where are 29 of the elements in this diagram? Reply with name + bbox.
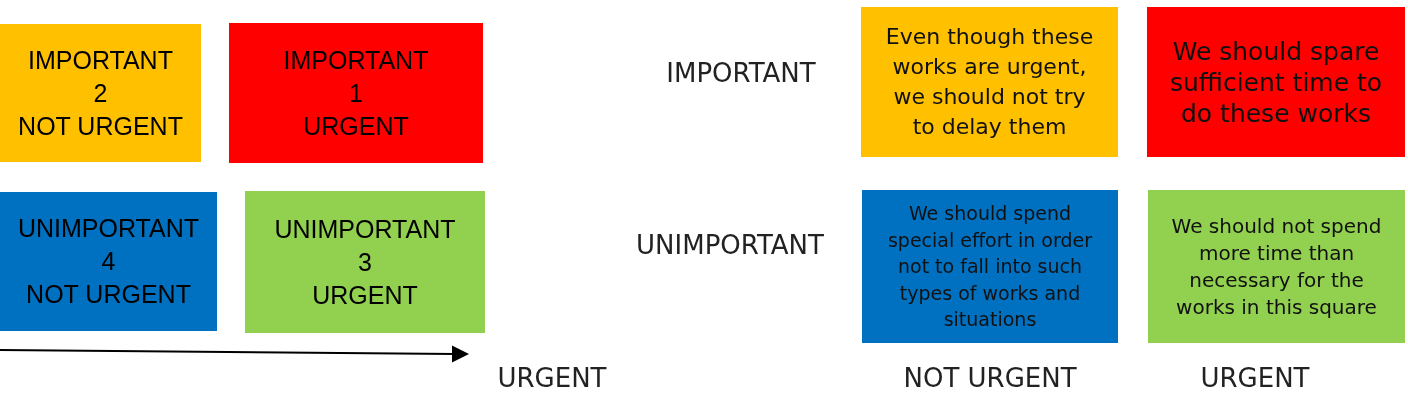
- quadrant-number: 3: [358, 246, 372, 278]
- quadrant-card: [1147, 7, 1405, 157]
- quadrant-card: [245, 191, 485, 333]
- advice-text: We should not spend more time than necessary for the works in this square: [1170, 212, 1383, 321]
- axis-label: IMPORTANT: [666, 58, 816, 88]
- axis-label: URGENT: [1200, 363, 1310, 393]
- advice-text: We should spare sufficient time to do these works: [1168, 35, 1384, 129]
- axis-label: NOT URGENT: [903, 363, 1077, 393]
- quadrant-card: [229, 23, 483, 163]
- importance-text: IMPORTANT: [283, 44, 429, 76]
- urgency-text: NOT URGENT: [18, 110, 183, 142]
- quadrant-number: 1: [349, 77, 363, 109]
- quadrant-number: 2: [93, 77, 108, 109]
- urgency-text: URGENT: [312, 279, 418, 311]
- importance-text: IMPORTANT: [28, 44, 173, 76]
- quadrant-card: [0, 24, 201, 162]
- advice-text: We should spend special effort in order not to fall into such types of works and situations: [886, 201, 1094, 333]
- importance-text: UNIMPORTANT: [274, 213, 456, 245]
- quadrant-card: [861, 7, 1118, 157]
- advice-text: Even though these works are urgent, we should not try to delay them: [884, 23, 1095, 141]
- urgency-text: URGENT: [303, 110, 409, 142]
- axis-label: URGENT: [497, 363, 607, 393]
- quadrant-card: [1148, 190, 1405, 343]
- axis-label: UNIMPORTANT: [636, 230, 824, 260]
- urgency-text: NOT URGENT: [26, 279, 191, 310]
- importance-text: UNIMPORTANT: [18, 213, 199, 244]
- quadrant-number: 4: [101, 246, 116, 277]
- quadrant-card: [862, 190, 1118, 343]
- quadrant-card: [0, 192, 217, 331]
